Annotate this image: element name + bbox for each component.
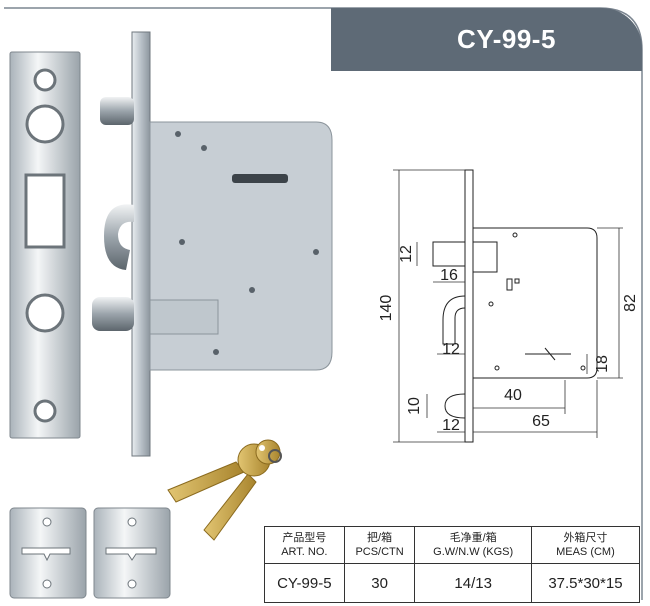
value-art-no: CY-99-5 bbox=[264, 563, 345, 603]
dim-latch-low-label: 12 bbox=[442, 417, 460, 434]
lock-body bbox=[131, 31, 333, 457]
spec-table-value-row: CY-99-5 30 14/13 37.5*30*15 bbox=[264, 563, 641, 603]
dim-depth-label: 65 bbox=[532, 413, 550, 430]
technical-drawing: 140 82 12 16 12 10 12 40 65 18 bbox=[378, 169, 639, 443]
keys bbox=[167, 439, 282, 541]
strike-plate bbox=[9, 51, 81, 439]
dim-backset-label: 40 bbox=[504, 387, 522, 404]
value-pcs-ctn: 30 bbox=[343, 563, 416, 603]
dim-bolt-label: 12 bbox=[398, 245, 415, 263]
cover-plate-right bbox=[93, 507, 171, 599]
value-meas: 37.5*30*15 bbox=[530, 563, 641, 603]
value-weight: 14/13 bbox=[414, 563, 532, 603]
dim-offset-label: 10 bbox=[406, 397, 423, 415]
latch-hook bbox=[104, 204, 134, 270]
dim-box-height-label: 82 bbox=[622, 294, 639, 312]
dim-latch-label: 12 bbox=[442, 341, 460, 358]
lock-product-photo bbox=[9, 31, 333, 599]
dim-bolt-width-label: 16 bbox=[440, 267, 458, 284]
cover-plate-left bbox=[9, 507, 87, 599]
model-title: CY-99-5 bbox=[457, 24, 556, 54]
deadbolt-upper bbox=[100, 97, 134, 125]
dim-height-label: 140 bbox=[378, 295, 395, 322]
dim-keyhole-label: 18 bbox=[594, 355, 611, 373]
deadbolt-lower bbox=[92, 297, 134, 331]
model-title-banner: CY-99-5 bbox=[331, 8, 642, 71]
